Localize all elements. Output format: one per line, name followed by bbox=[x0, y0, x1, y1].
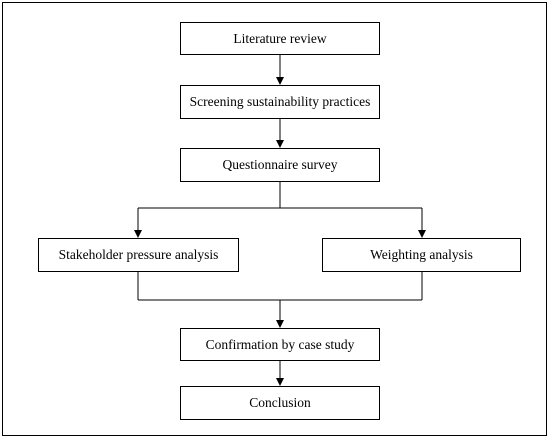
node-literature-review: Literature review bbox=[180, 22, 380, 55]
node-screening-practices-label: Screening sustainability practices bbox=[189, 94, 371, 109]
diagram-frame bbox=[2, 2, 547, 436]
node-stakeholder-pressure-analysis-label: Stakeholder pressure analysis bbox=[58, 247, 219, 262]
node-confirmation-case-study-label: Confirmation by case study bbox=[205, 336, 355, 352]
node-weighting-analysis: Weighting analysis bbox=[322, 238, 521, 272]
node-weighting-analysis-label: Weighting analysis bbox=[370, 247, 473, 262]
node-questionnaire-survey: Questionnaire survey bbox=[180, 148, 380, 182]
node-confirmation-case-study: Confirmation by case study bbox=[180, 328, 380, 361]
node-questionnaire-survey-label: Questionnaire survey bbox=[222, 157, 338, 172]
node-stakeholder-pressure-analysis: Stakeholder pressure analysis bbox=[38, 238, 239, 272]
node-conclusion: Conclusion bbox=[180, 386, 380, 420]
node-screening-practices: Screening sustainability practices bbox=[180, 85, 380, 119]
node-literature-review-label: Literature review bbox=[233, 30, 327, 46]
node-conclusion-label: Conclusion bbox=[249, 395, 311, 410]
